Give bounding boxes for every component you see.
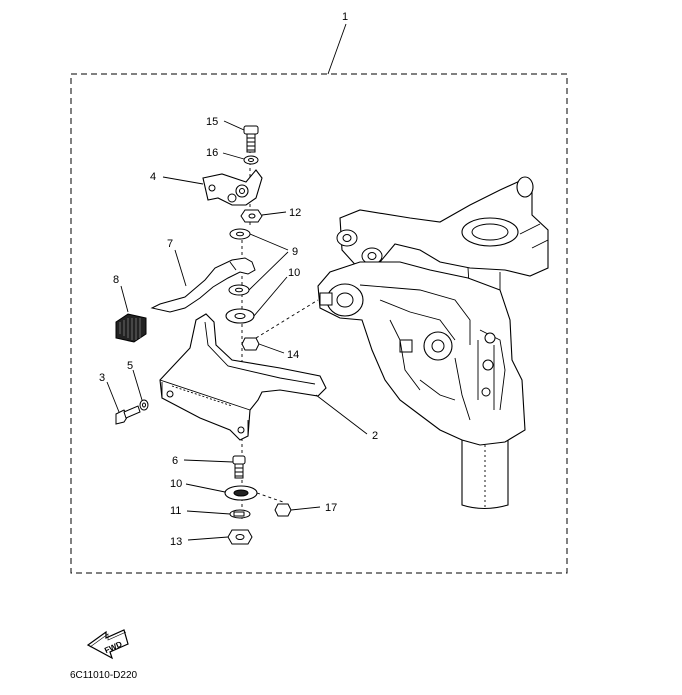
- fwd-arrow-icon: FWD: [86, 629, 129, 660]
- callout-6: 6: [172, 455, 178, 467]
- callout-8: 8: [113, 274, 119, 286]
- nut-17: [274, 503, 292, 517]
- callout-3: 3: [99, 372, 105, 384]
- callout-2: 2: [372, 430, 378, 442]
- callout-5: 5: [127, 360, 133, 372]
- callout-11: 11: [170, 505, 181, 517]
- pad-8: [115, 313, 147, 343]
- nut-12: [240, 209, 263, 223]
- callout-15: 15: [206, 116, 218, 128]
- callout-4: 4: [150, 171, 156, 183]
- bracket-2: [159, 313, 327, 441]
- callout-10-lower: 10: [170, 478, 182, 490]
- callout-7: 7: [167, 238, 173, 250]
- callout-9: 9: [292, 246, 298, 258]
- nut-14: [241, 337, 260, 351]
- plate-4: [202, 169, 263, 206]
- diagram-code: 6C11010-D220: [70, 670, 138, 681]
- screw-3: [115, 405, 141, 425]
- bolt-6: [232, 455, 246, 479]
- callout-10-upper: 10: [288, 267, 300, 279]
- pointer-plate-7: [150, 257, 256, 313]
- leader-1: [327, 23, 347, 75]
- callout-1: 1: [342, 11, 348, 23]
- assembly-boundary: [70, 73, 568, 574]
- callout-14: 14: [287, 349, 299, 361]
- nut-13: [227, 529, 253, 545]
- callout-12: 12: [289, 207, 301, 219]
- callout-13: 13: [170, 536, 182, 548]
- bolt-15: [243, 125, 259, 153]
- swivel-bracket-illustration: [317, 176, 549, 510]
- callout-17: 17: [325, 502, 337, 514]
- callout-16: 16: [206, 147, 218, 159]
